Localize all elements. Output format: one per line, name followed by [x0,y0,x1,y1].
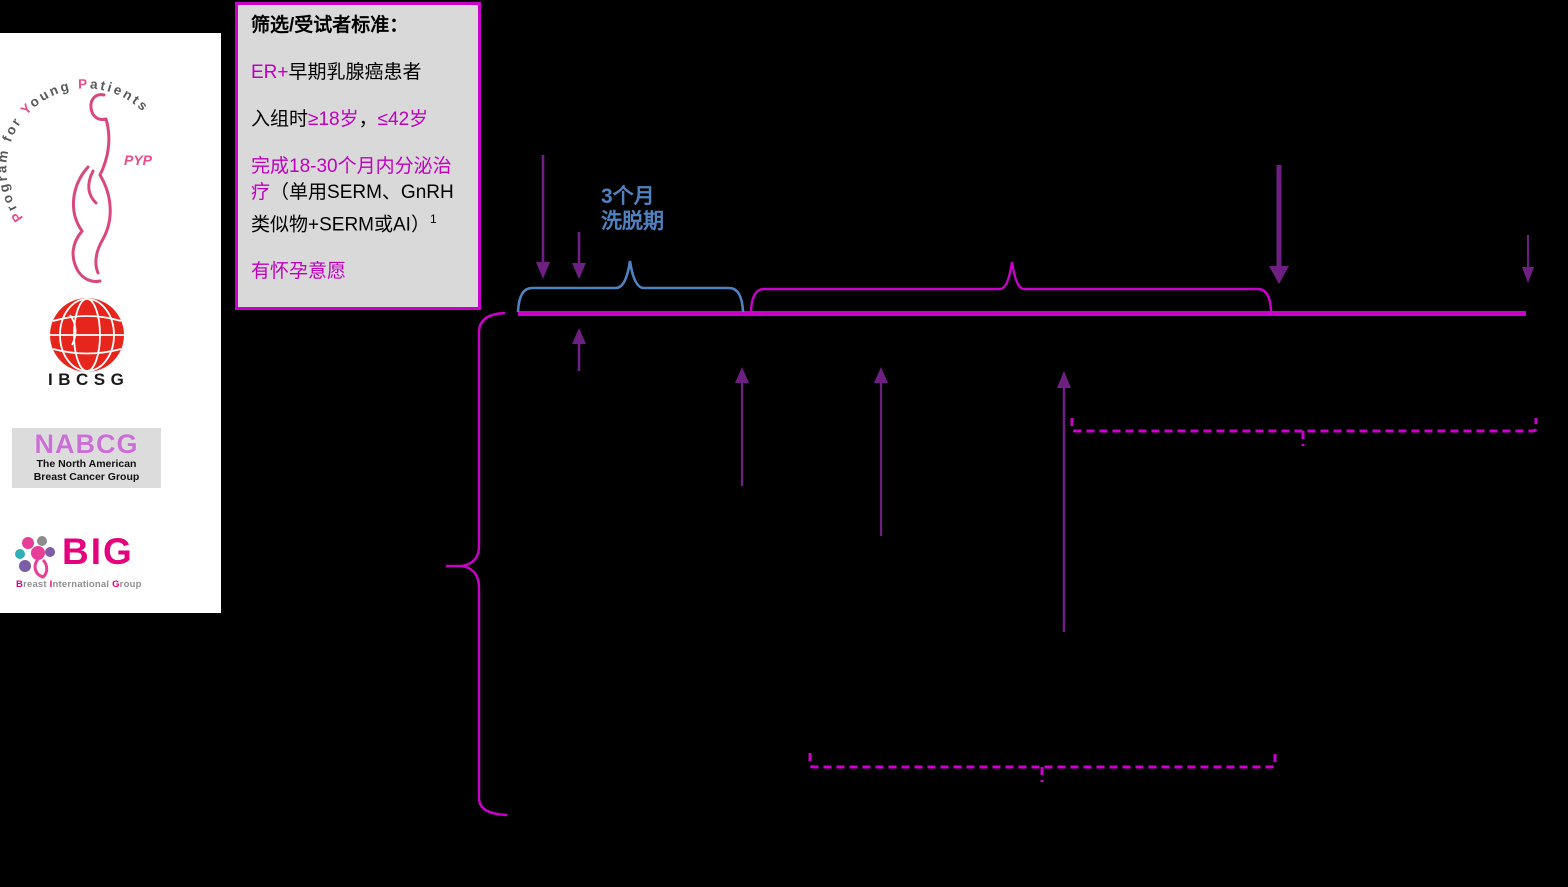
nabcg-title: NABCG [34,429,139,459]
down-arrow-treatment-end [1269,165,1289,284]
criteria-title: 筛选/受试者标准： [251,15,409,36]
nabcg-logo: NABCG The North American Breast Cancer G… [12,428,161,488]
screening-criteria-box: 筛选/受试者标准： ER+早期乳腺癌患者 入组时≥18岁，≤42岁 完成18-3… [235,2,481,310]
big-flower-icon [15,536,55,579]
criteria-item-er-positive: ER+早期乳腺癌患者 [251,62,422,83]
nabcg-subtitle-line1: The North American [36,458,137,470]
washout-period-label: 3个月 洗脱期 [601,185,664,233]
up-arrow-milestone-3 [1057,371,1071,632]
criteria-item-age: 入组时≥18岁，≤42岁 [251,109,429,130]
logo-sidebar: Program for Young Patients PYP IBCSG NAB… [0,33,221,613]
criteria-item-endocrine-therapy: 完成18-30个月内分泌治疗（单用SERM、GnRH类似物+SERM或AI）1 [251,156,454,236]
down-arrow-followup-end [1522,235,1534,283]
nabcg-subtitle-line2: Breast Cancer Group [33,470,140,483]
pyp-abbr: PYP [124,152,153,168]
footnote-marker: 1 [429,212,437,226]
down-arrow-enrollment [536,155,550,279]
dashed-interval-top [1070,418,1538,446]
pyp-logo-icon: Program for Young Patients PYP [0,76,153,283]
up-arrow-baseline [572,328,586,371]
washout-brace [516,260,745,313]
treatment-period-brace [749,261,1273,312]
cohort-brace [461,311,508,817]
up-arrow-milestone-1 [735,367,749,486]
ibcsg-logo-icon: IBCSG [48,298,129,389]
pyp-woman-silhouette-icon [71,93,112,283]
up-arrow-milestone-2 [874,367,888,536]
criteria-item-pregnancy-wish: 有怀孕意愿 [251,261,347,283]
down-arrow-washout-start [572,232,586,279]
timeline-bar [518,311,1526,316]
dashed-interval-bottom [808,753,1277,782]
ibcsg-label: IBCSG [48,370,129,389]
big-title: BIG [62,531,134,572]
big-subtitle: Breast International Group [16,579,142,590]
